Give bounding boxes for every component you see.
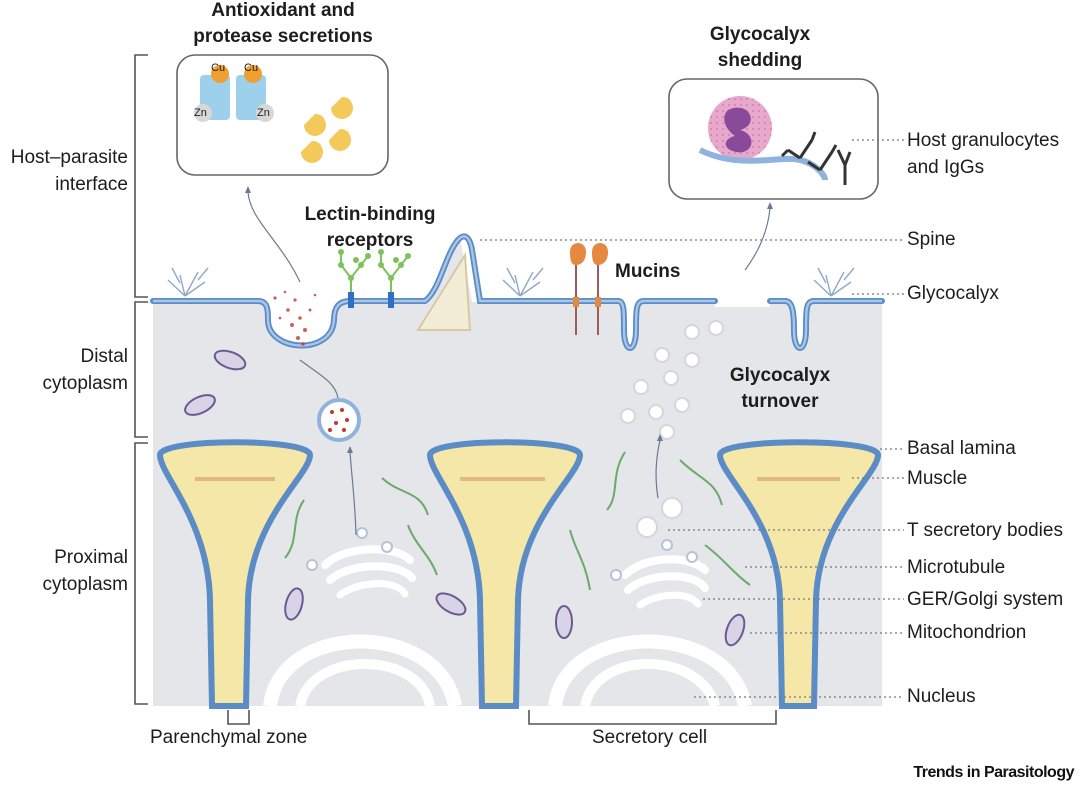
cu-label: Cu xyxy=(244,62,259,74)
bracket-distal xyxy=(134,301,148,438)
nucleus xyxy=(548,634,752,708)
label-t-secretory-bodies: T secretory bodies xyxy=(907,520,1063,541)
mucins xyxy=(570,243,608,335)
label-parenchymal-zone: Parenchymal zone xyxy=(150,727,308,748)
lectin-receptor xyxy=(378,249,411,308)
mitochondrion xyxy=(184,394,216,416)
lectin-receptors xyxy=(338,249,411,308)
nucleus xyxy=(263,634,462,708)
antioxidant-callout xyxy=(176,54,389,176)
label-line: Distal xyxy=(80,346,128,367)
bracket-proximal xyxy=(134,442,148,705)
label-line: protease secretions xyxy=(193,26,373,47)
mucin xyxy=(592,243,608,335)
region-label-host-parasite: Host–parasite interface xyxy=(11,144,128,198)
label-line: and IgGs xyxy=(907,157,985,178)
label-muscle: Muscle xyxy=(907,468,968,489)
label-secretory-cell: Secretory cell xyxy=(592,727,708,748)
label-line: turnover xyxy=(741,391,819,412)
label-glycocalyx: Glycocalyx xyxy=(907,283,999,304)
lectin-title: Lectin-binding receptors xyxy=(295,202,445,254)
region-label-distal: Distal cytoplasm xyxy=(42,343,128,397)
t-secretory-bodies xyxy=(620,320,724,538)
secretory-vesicle xyxy=(317,398,361,442)
shedding-title: Glycocalyx shedding xyxy=(700,22,820,74)
region-brackets xyxy=(134,54,148,705)
golgi xyxy=(306,527,416,599)
muscle-columns xyxy=(156,439,882,709)
label-line: Proximal xyxy=(54,547,128,568)
mitochondrion xyxy=(213,349,247,371)
muscle-column xyxy=(716,439,882,709)
label-microtubule: Microtubule xyxy=(907,557,1006,578)
igg-icons xyxy=(780,131,852,185)
mitochondrion xyxy=(435,592,467,616)
microtubules xyxy=(284,451,751,591)
shedding-callout xyxy=(668,78,879,200)
mucins-title: Mucins xyxy=(615,261,681,282)
bracket-parenchymal xyxy=(227,710,250,725)
label-line: shedding xyxy=(717,50,803,71)
label-mitochondrion: Mitochondrion xyxy=(907,622,1027,643)
superoxide-dismutase-icon xyxy=(194,65,274,122)
cu-label: Cu xyxy=(211,62,226,74)
label-line: Glycocalyx xyxy=(709,24,811,45)
secretion-dots xyxy=(273,290,317,346)
bottom-brackets xyxy=(227,710,777,725)
label-basal-lamina: Basal lamina xyxy=(907,438,1016,459)
spine xyxy=(416,251,472,331)
antioxidant-title: Antioxidant and protease secretions xyxy=(178,0,388,50)
label-line: Antioxidant and xyxy=(211,0,355,21)
bracket-host-parasite xyxy=(134,54,148,298)
nucleus-ger xyxy=(263,527,752,708)
glycocalyx-tufts xyxy=(167,267,855,297)
mitochondrion xyxy=(724,613,746,647)
label-line: receptors xyxy=(326,230,414,251)
label-line: Lectin-binding xyxy=(304,204,436,225)
turnover-title: Glycocalyx turnover xyxy=(720,363,840,415)
glycocalyx-fragment xyxy=(698,147,828,181)
leader-lines xyxy=(480,139,904,698)
muscle-column xyxy=(426,439,584,709)
label-nucleus: Nucleus xyxy=(907,686,976,707)
label-ger-golgi: GER/Golgi system xyxy=(907,589,1064,610)
protease-icons xyxy=(301,96,353,163)
label-line: Glycocalyx xyxy=(729,365,831,386)
mitochondria xyxy=(184,349,746,647)
zn-label: Zn xyxy=(257,107,270,119)
journal-credit: Trends in Parasitology xyxy=(913,764,1074,781)
zn-label: Zn xyxy=(194,107,207,119)
label-spine: Spine xyxy=(907,229,956,250)
region-label-proximal: Proximal cytoplasm xyxy=(42,544,128,598)
label-line: Host–parasite xyxy=(10,147,128,168)
label-line: interface xyxy=(55,174,128,195)
muscle-column xyxy=(156,439,314,709)
label-host-granulocytes: Host granulocytes and IgGs xyxy=(907,127,1059,181)
label-line: cytoplasm xyxy=(42,373,128,394)
mitochondrion xyxy=(284,587,304,621)
mucin xyxy=(570,243,586,335)
bracket-secretory xyxy=(528,710,777,725)
mitochondrion xyxy=(555,605,573,639)
label-line: cytoplasm xyxy=(42,574,128,595)
golgi xyxy=(610,539,709,609)
label-line: Host granulocytes xyxy=(907,130,1060,151)
lectin-receptor xyxy=(338,249,371,308)
transport-arrows xyxy=(247,191,771,536)
